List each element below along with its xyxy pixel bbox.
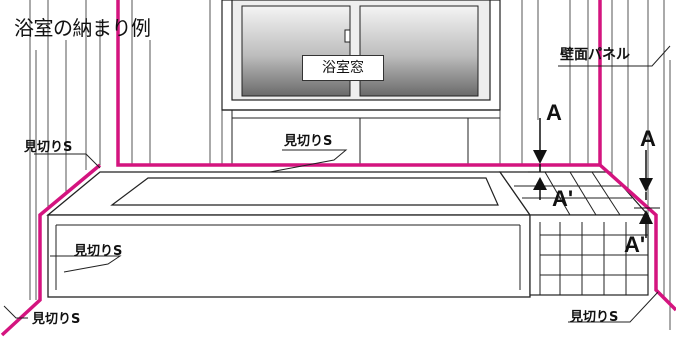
mikiri-label-bottom-right: 見切りS xyxy=(570,310,619,325)
dimension-markers xyxy=(528,118,660,238)
dimension-a-left: A xyxy=(546,100,562,125)
wall-panel-label: 壁面パネル xyxy=(560,47,630,63)
bathroom-window xyxy=(221,0,501,165)
dimension-a-prime-left: A' xyxy=(552,186,574,211)
mikiri-label-tub-front: 見切りS xyxy=(74,244,123,259)
mikiri-label-bottom-left: 見切りS xyxy=(32,312,81,327)
mikiri-label-upper-left: 見切りS xyxy=(24,140,73,155)
diagram-title: 浴室の納まり例 xyxy=(14,16,151,40)
window-label: 浴室窓 xyxy=(302,55,384,81)
mikiri-label-center: 見切りS xyxy=(284,134,333,149)
bathtub xyxy=(46,171,532,298)
dimension-a-prime-right: A' xyxy=(624,232,646,257)
leader-lines xyxy=(3,45,671,323)
dimension-a-right: A xyxy=(640,126,656,151)
